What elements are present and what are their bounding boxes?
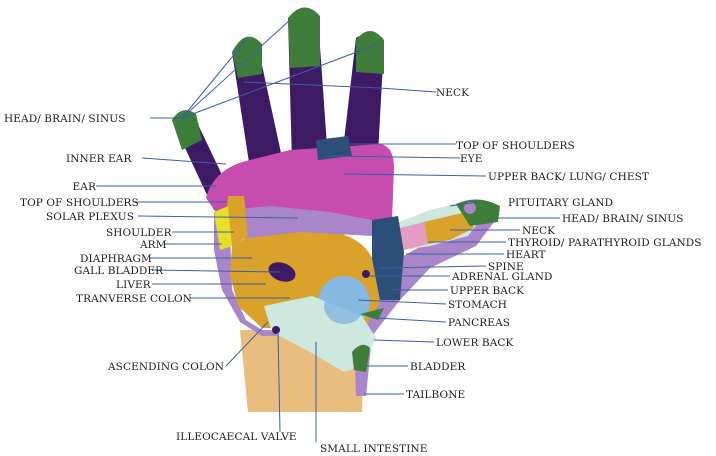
ileocaecal-spot — [272, 326, 280, 334]
label-inner-ear: INNER EAR — [66, 153, 132, 165]
label-arm: ARM — [139, 239, 167, 251]
label-upper-back-lung-chest: UPPER BACK/ LUNG/ CHEST — [488, 171, 649, 183]
index-fingertip — [356, 31, 384, 74]
label-ear: EAR — [73, 181, 97, 193]
label-top-of-shoulders-right: TOP OF SHOULDERS — [456, 140, 575, 152]
label-head-brain-sinus-left: HEAD/ BRAIN/ SINUS — [4, 113, 125, 125]
label-shoulder: SHOULDER — [106, 227, 173, 239]
label-tranverse-colon: TRANVERSE COLON — [76, 293, 192, 305]
label-spine: SPINE — [488, 261, 524, 273]
label-tailbone: TAILBONE — [406, 389, 465, 401]
label-bladder: BLADDER — [410, 361, 466, 373]
lung-region — [372, 216, 404, 300]
label-small-intestine: SMALL INTESTINE — [320, 443, 428, 455]
labels: HEAD/ BRAIN/ SINUS NECK INNER EAR TOP OF… — [4, 87, 702, 455]
label-pituitary-gland: PITUITARY GLAND — [508, 197, 613, 209]
label-ascending-colon: ASCENDING COLON — [107, 361, 224, 373]
thumb-pink — [400, 222, 428, 250]
label-neck-right: NECK — [522, 225, 555, 237]
ring-finger — [232, 46, 286, 182]
label-stomach: STOMACH — [448, 299, 507, 311]
thumb-gold — [424, 212, 474, 244]
label-top-of-shoulders-left: TOP OF SHOULDERS — [20, 197, 139, 209]
leader-lines — [96, 19, 560, 442]
pituitary-spot — [464, 202, 476, 214]
label-adrenal-gland: ADRENAL GLAND — [451, 271, 553, 283]
label-heart: HEART — [506, 249, 546, 261]
hand-illustration — [172, 7, 500, 412]
eye-region — [316, 136, 352, 160]
shoulder-region — [226, 196, 248, 246]
solar-plexus-band — [226, 206, 372, 240]
label-eye: EYE — [460, 153, 483, 165]
label-liver: LIVER — [116, 279, 152, 291]
label-illeocaecal-valve: ILLEOCAECAL VALVE — [176, 431, 297, 443]
label-head-brain-sinus-right: HEAD/ BRAIN/ SINUS — [562, 213, 683, 225]
label-diaphragm: DIAPHRAGM — [80, 253, 152, 265]
little-fingertip — [172, 110, 202, 150]
middle-fingertip — [288, 7, 320, 68]
gall-bladder-spot — [268, 262, 296, 282]
label-upper-back: UPPER BACK — [450, 285, 524, 297]
ring-fingertip — [232, 36, 262, 78]
label-solar-plexus: SOLAR PLEXUS — [46, 211, 134, 223]
label-neck-top: NECK — [436, 87, 469, 99]
adrenal-spot — [362, 270, 370, 278]
label-gall-bladder: GALL BLADDER — [74, 265, 164, 277]
palm-edge — [214, 204, 500, 396]
bladder-region — [352, 344, 370, 372]
pancreas-region — [360, 308, 384, 320]
label-lower-back: LOWER BACK — [436, 337, 514, 349]
stomach-overlay — [324, 288, 364, 324]
label-pancreas: PANCREAS — [448, 317, 510, 329]
label-thyroid-parathyroid: THYROID/ PARATHYROID GLANDS — [508, 237, 702, 249]
